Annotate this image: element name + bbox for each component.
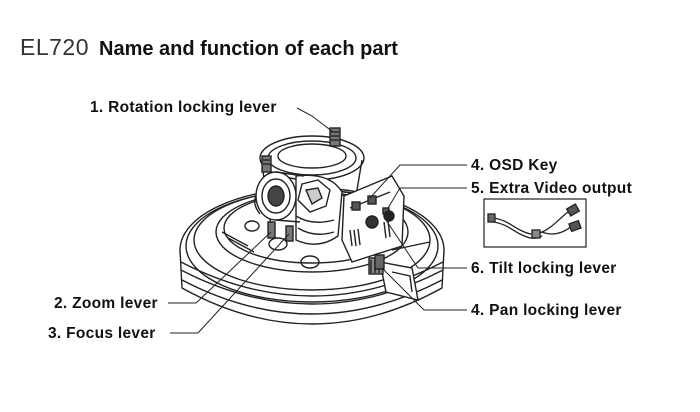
page-title: EL720 Name and function of each part <box>20 34 398 61</box>
label-osd-key: 4. OSD Key <box>471 157 558 174</box>
leader-tilt <box>385 219 467 269</box>
leader-rotation <box>296 107 334 133</box>
leader-extra-video <box>387 187 467 209</box>
label-extra-video-output: 5. Extra Video output <box>471 180 632 197</box>
leader-zoom <box>168 231 272 304</box>
model-name: EL720 <box>20 34 90 60</box>
video-cable-illustration <box>483 198 587 248</box>
label-zoom-lever: 2. Zoom lever <box>54 295 158 312</box>
section-heading: Name and function of each part <box>99 38 398 60</box>
leader-osd <box>369 164 467 199</box>
label-focus-lever: 3. Focus lever <box>48 325 156 342</box>
dome-camera-illustration <box>179 127 445 325</box>
leader-pan <box>381 267 467 311</box>
leader-focus <box>170 233 290 334</box>
label-pan-locking-lever: 4. Pan locking lever <box>471 302 622 319</box>
label-rotation-locking-lever: 1. Rotation locking lever <box>90 99 277 116</box>
label-tilt-locking-lever: 6. Tilt locking lever <box>471 260 617 277</box>
